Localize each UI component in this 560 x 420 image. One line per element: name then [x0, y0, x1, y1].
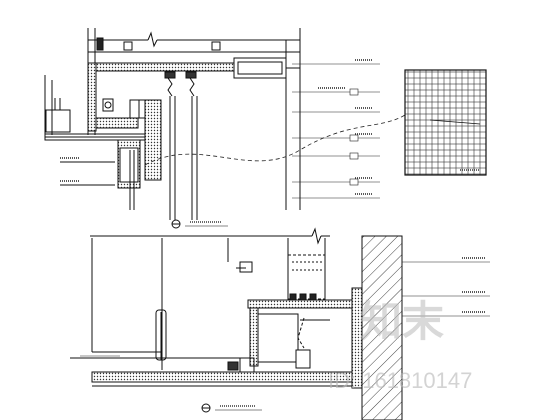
detail-reference-curve: [144, 114, 406, 166]
masonry-wall: [361, 235, 403, 420]
tile-pattern-detail: [404, 69, 487, 176]
watermark: 知末 ID: 161810147: [328, 297, 472, 393]
watermark-brand: 知末: [360, 297, 444, 346]
lower-callouts: [80, 257, 490, 357]
lower-title-marker: [201, 403, 262, 413]
lower-section-detail: [70, 227, 363, 389]
watermark-id: ID: 161810147: [328, 368, 472, 393]
upper-callouts: [60, 59, 380, 199]
upper-section-detail: [44, 28, 301, 220]
upper-title-marker: [171, 219, 228, 229]
